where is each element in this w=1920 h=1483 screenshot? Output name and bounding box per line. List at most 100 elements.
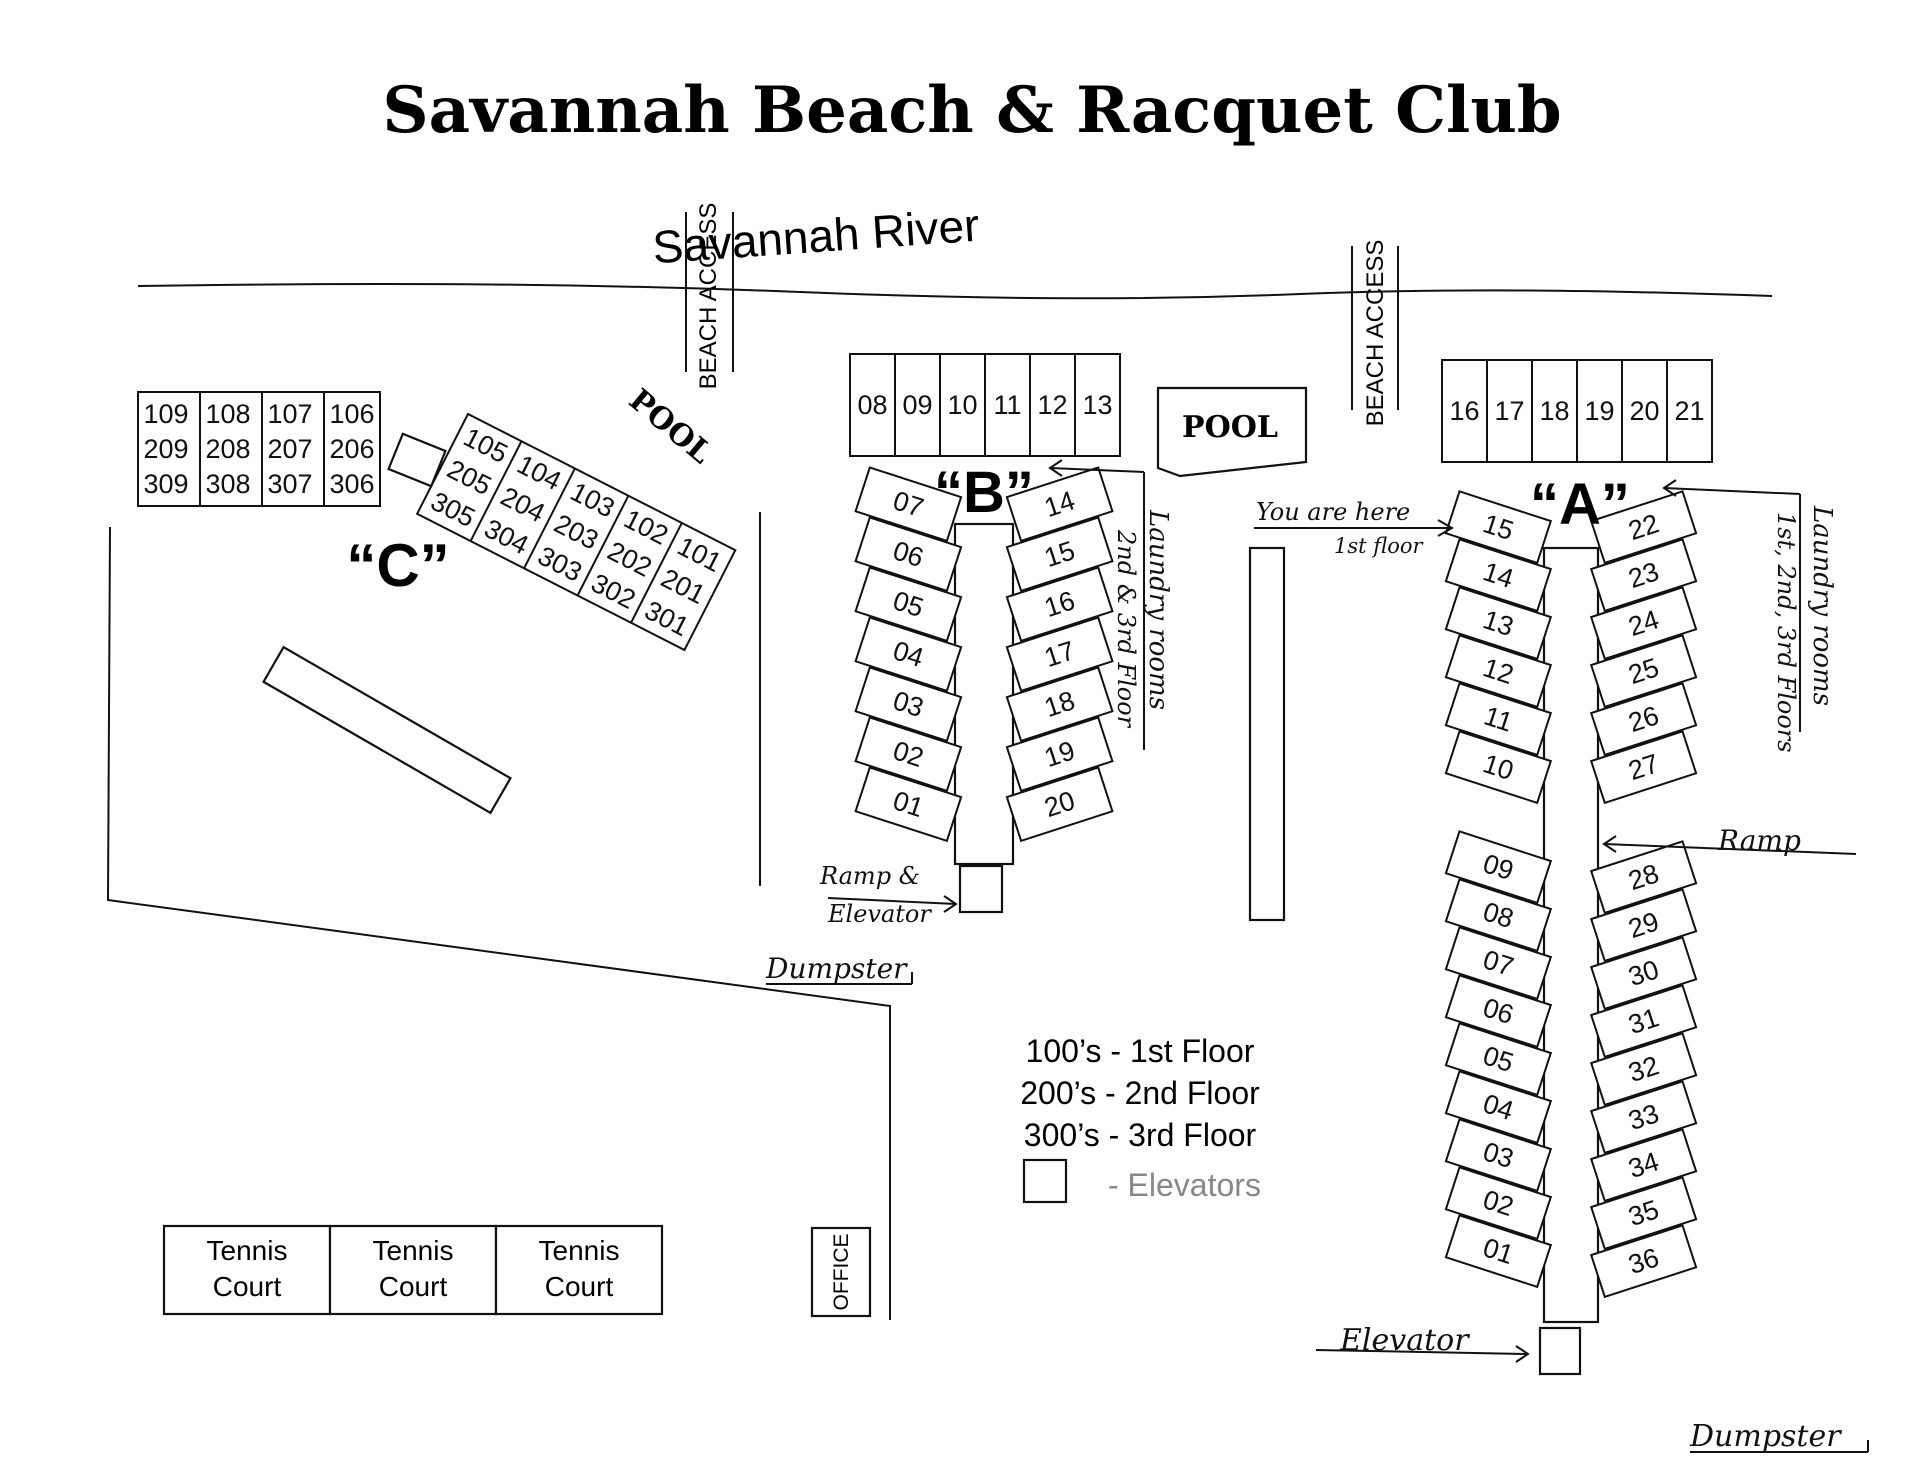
unit-b-14: 14 [1005, 466, 1114, 543]
unit-a-26: 26 [1589, 682, 1698, 757]
office-building: OFFICE [810, 1226, 872, 1318]
unit-a-01: 01 [1444, 1214, 1553, 1289]
unit-a-33: 33 [1589, 1080, 1698, 1155]
ramp-marker-a: Ramp [1602, 824, 1857, 857]
svg-text:Dumpster: Dumpster [1689, 1419, 1842, 1454]
svg-text:Elevator: Elevator [827, 900, 932, 928]
unit-208: 208 [205, 434, 250, 464]
unit-207: 207 [267, 434, 312, 464]
unit-a-22: 22 [1589, 490, 1698, 565]
unit-a-09: 09 [1444, 830, 1553, 905]
beach-access-east: BEACH ACCESS [1351, 240, 1399, 427]
unit-12: 12 [1029, 353, 1076, 457]
svg-text:12: 12 [1037, 390, 1067, 420]
unit-b-03: 03 [854, 666, 963, 743]
svg-text:2nd & 3rd Floor: 2nd & 3rd Floor [1112, 529, 1140, 729]
laundry-arrow-b [1048, 459, 1145, 477]
svg-text:BEACH ACCESS: BEACH ACCESS [695, 203, 722, 390]
legend-2nd-floor: 200’s - 2nd Floor [1020, 1075, 1260, 1111]
svg-text:17: 17 [1494, 396, 1524, 426]
unit-b-01: 01 [854, 766, 963, 843]
unit-206: 206 [329, 434, 374, 464]
laundry-note-a: Laundry rooms 1st, 2nd, 3rd Floors [1662, 479, 1837, 753]
unit-a-13: 13 [1444, 586, 1553, 661]
svg-text:OFFICE: OFFICE [830, 1234, 853, 1311]
svg-text:13: 13 [1082, 390, 1112, 420]
unit-306: 306 [329, 469, 374, 499]
unit-a-07: 07 [1444, 926, 1553, 1001]
svg-text:11: 11 [993, 390, 1021, 420]
unit-a-11: 11 [1444, 682, 1553, 757]
building-b-label: “B” [934, 460, 1034, 525]
svg-text:08: 08 [857, 390, 887, 420]
svg-text:BEACH ACCESS: BEACH ACCESS [1362, 240, 1389, 427]
you-are-here-marker: You are here 1st floor [1254, 498, 1455, 558]
svg-text:10: 10 [947, 390, 977, 420]
svg-text:Court: Court [213, 1271, 282, 1302]
unit-20: 20 [1621, 359, 1668, 463]
unit-a-27: 27 [1589, 730, 1698, 805]
legend-3rd-floor: 300’s - 3rd Floor [1024, 1117, 1257, 1153]
svg-text:19: 19 [1584, 396, 1614, 426]
legend-elevators: - Elevators [1108, 1167, 1261, 1203]
svg-text:Court: Court [545, 1271, 614, 1302]
unit-08: 08 [849, 353, 896, 457]
building-a-label: “A” [1530, 472, 1630, 537]
svg-text:Laundry rooms: Laundry rooms [1807, 505, 1837, 706]
unit-a-29: 29 [1589, 888, 1698, 963]
svg-text:POOL: POOL [1182, 410, 1278, 445]
unit-a-25: 25 [1589, 634, 1698, 709]
map-title: Savannah Beach & Racquet Club [382, 73, 1561, 148]
unit-a-23: 23 [1589, 538, 1698, 613]
river-shoreline [137, 283, 1773, 300]
unit-a-28: 28 [1589, 840, 1698, 915]
unit-a-30: 30 [1589, 936, 1698, 1011]
unit-307: 307 [267, 469, 312, 499]
unit-a-36: 36 [1589, 1224, 1698, 1299]
unit-19: 19 [1576, 359, 1623, 463]
pool-label-west: POOL [622, 382, 718, 470]
building-c-label: “C” [346, 532, 449, 599]
unit-a-31: 31 [1589, 984, 1698, 1059]
building-b-top-row: 08 09 10 11 12 13 [849, 353, 1121, 457]
unit-a-05: 05 [1444, 1022, 1553, 1097]
unit-a-12: 12 [1444, 634, 1553, 709]
unit-21: 21 [1666, 359, 1713, 463]
unit-a-32: 32 [1589, 1032, 1698, 1107]
svg-text:09: 09 [902, 390, 932, 420]
svg-text:Tennis: Tennis [373, 1235, 454, 1266]
unit-b-15: 15 [1005, 516, 1114, 593]
property-line-west [106, 526, 891, 1320]
unit-a-14: 14 [1444, 538, 1553, 613]
unit-a-34: 34 [1589, 1128, 1698, 1203]
dumpster-marker-west: Dumpster [765, 952, 913, 985]
laundry-note-b: Laundry rooms 2nd & 3rd Floor [1112, 472, 1173, 750]
unit-108: 108 [205, 399, 250, 429]
svg-text:1st, 2nd, 3rd Floors: 1st, 2nd, 3rd Floors [1772, 512, 1800, 753]
svg-text:You are here: You are here [1256, 498, 1410, 526]
unit-a-35: 35 [1589, 1176, 1698, 1251]
pool-east: POOL [1156, 386, 1308, 478]
unit-11: 11 [984, 353, 1031, 457]
unit-16: 16 [1441, 359, 1488, 463]
unit-b-07: 07 [854, 466, 963, 543]
svg-text:Laundry rooms: Laundry rooms [1143, 509, 1173, 710]
unit-a-02: 02 [1444, 1166, 1553, 1241]
svg-text:Tennis: Tennis [539, 1235, 620, 1266]
unit-a-06: 06 [1444, 974, 1553, 1049]
unit-b-17: 17 [1005, 616, 1114, 693]
svg-text:16: 16 [1449, 396, 1479, 426]
unit-a-10: 10 [1444, 730, 1553, 805]
